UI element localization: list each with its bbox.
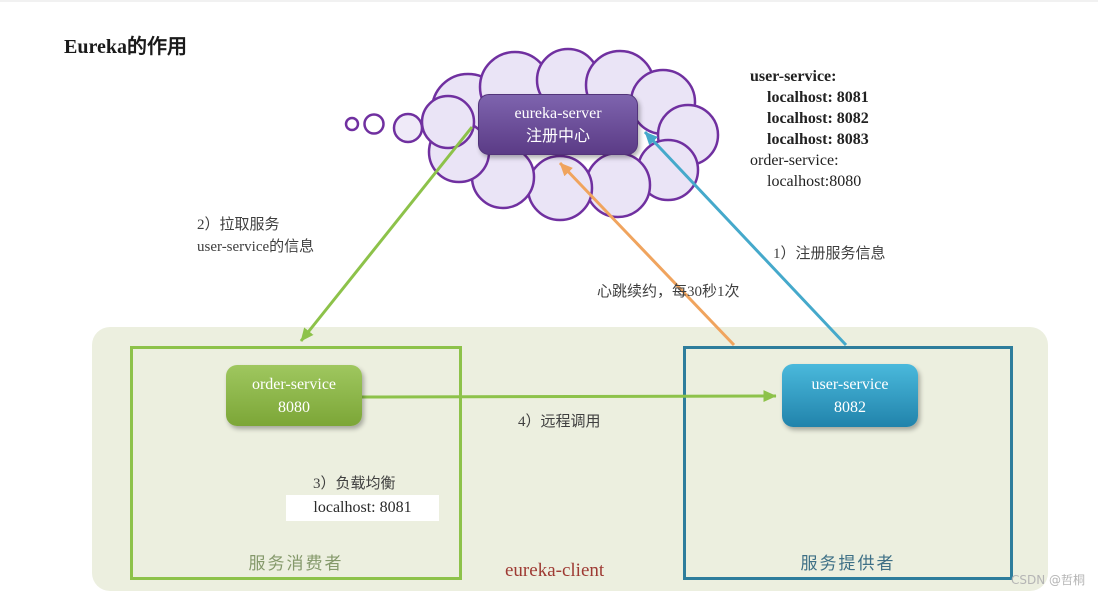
consumer-label: 服务消费者 (248, 554, 344, 573)
registry-listing: user-service: localhost: 8081 localhost:… (750, 66, 869, 192)
user-service-name: user-service (811, 375, 889, 393)
load-balance-target: localhost: 8081 (286, 495, 439, 521)
provider-box (683, 346, 1013, 580)
user-service-port: 8082 (834, 398, 866, 416)
pull-label-line2: user-service的信息 (197, 239, 315, 255)
user-service-node: user-service 8082 (782, 364, 918, 427)
registry-line: localhost: 8081 (767, 89, 869, 106)
provider-label: 服务提供者 (800, 554, 896, 573)
registry-line: user-service: (750, 68, 837, 85)
pull-label-line1: 2）拉取服务 (197, 217, 280, 233)
register-label: 1）注册服务信息 (773, 246, 886, 262)
thought-dot-large (392, 112, 424, 144)
pull-label: 2）拉取服务 user-service的信息 (197, 214, 314, 258)
order-service-name: order-service (251, 375, 337, 393)
registry-line: localhost: 8082 (767, 110, 869, 127)
registry-line: order-service: (750, 152, 839, 169)
order-service-node: order-service 8080 (226, 365, 362, 426)
heartbeat-label: 心跳续约，每30秒1次 (597, 284, 740, 300)
thought-dot-small (344, 116, 360, 132)
watermark: CSDN @哲桐 (1011, 573, 1086, 587)
consumer-box (130, 346, 462, 580)
load-balance-label: 3）负载均衡 (313, 476, 396, 492)
registry-line: localhost:8080 (767, 173, 862, 190)
pull-arrow (299, 126, 474, 342)
eureka-server-node: eureka-server 注册中心 (478, 94, 638, 155)
order-service-port: 8080 (278, 398, 310, 416)
remote-call-label: 4）远程调用 (518, 414, 601, 430)
eureka-server-subtitle: 注册中心 (525, 127, 590, 145)
thought-dot-medium (363, 113, 385, 135)
registry-line: localhost: 8083 (767, 131, 869, 148)
eureka-server-name: eureka-server (514, 104, 602, 122)
page-title: Eureka的作用 (64, 36, 187, 58)
heartbeat-arrow (558, 161, 736, 347)
client-label: eureka-client (505, 560, 605, 581)
